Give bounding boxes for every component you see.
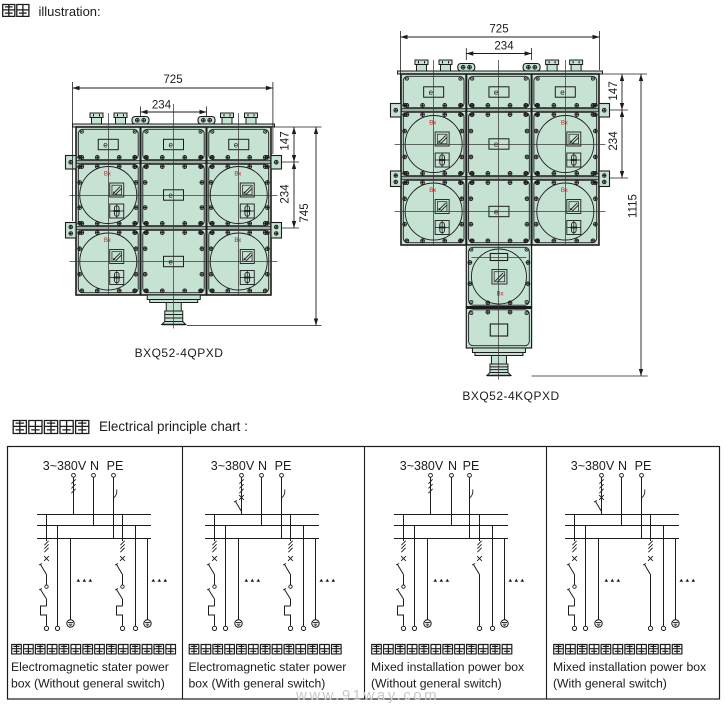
svg-text:Mixed installation power box: Mixed installation power box <box>553 660 706 674</box>
svg-text:e: e <box>560 88 565 97</box>
svg-text:N: N <box>90 459 99 473</box>
svg-text:(Without general switch): (Without general switch) <box>371 677 502 691</box>
svg-text:Electromagnetic stater power: Electromagnetic stater power <box>189 660 347 674</box>
svg-text:N: N <box>258 459 267 473</box>
svg-text:147: 147 <box>280 131 292 150</box>
svg-text:e: e <box>429 88 434 97</box>
svg-text:illustration:: illustration: <box>39 4 101 19</box>
svg-text:3~380V: 3~380V <box>571 459 615 473</box>
svg-text:e: e <box>234 141 239 150</box>
svg-text:e: e <box>168 141 173 150</box>
svg-text:PE: PE <box>107 459 124 473</box>
svg-text:234: 234 <box>494 41 514 53</box>
svg-text:e: e <box>494 88 499 97</box>
svg-text:234: 234 <box>280 184 292 204</box>
svg-text:N: N <box>618 459 627 473</box>
svg-text:1115: 1115 <box>628 194 640 218</box>
svg-text:Bx: Bx <box>561 187 569 194</box>
svg-text:www.91way.com: www.91way.com <box>295 687 439 704</box>
svg-text:3~380V: 3~380V <box>43 459 87 473</box>
svg-text:N: N <box>448 459 457 473</box>
svg-text:3~380V: 3~380V <box>400 459 444 473</box>
svg-text:PE: PE <box>463 459 480 473</box>
svg-text:745: 745 <box>299 203 311 222</box>
svg-text:147: 147 <box>608 81 620 100</box>
svg-text:PE: PE <box>635 459 652 473</box>
svg-text:BXQ52-4QPXD: BXQ52-4QPXD <box>135 346 224 360</box>
svg-text:e: e <box>168 258 173 267</box>
svg-text:Bx: Bx <box>497 291 505 298</box>
svg-text:Mixed installation power box: Mixed installation power box <box>371 660 524 674</box>
svg-text:e: e <box>103 141 108 150</box>
svg-text:3~380V: 3~380V <box>211 459 255 473</box>
svg-text:BXQ52-4KQPXD: BXQ52-4KQPXD <box>462 389 559 403</box>
svg-text:725: 725 <box>489 24 508 36</box>
svg-text:box (Without general switch): box (Without general switch) <box>11 677 165 691</box>
svg-text:234: 234 <box>608 131 620 151</box>
svg-text:Bx: Bx <box>561 120 569 127</box>
svg-text:Electromagnetic stater power: Electromagnetic stater power <box>11 660 169 674</box>
svg-text:e: e <box>494 208 499 217</box>
svg-text:box (With general switch): box (With general switch) <box>189 677 326 691</box>
svg-text:Bx: Bx <box>104 171 112 178</box>
svg-text:PE: PE <box>275 459 292 473</box>
svg-text:725: 725 <box>163 74 182 86</box>
svg-text:(With general switch): (With general switch) <box>553 677 667 691</box>
svg-text:Bx: Bx <box>104 237 112 244</box>
svg-text:Electrical principle chart :: Electrical principle chart : <box>99 419 248 434</box>
svg-text:234: 234 <box>152 100 172 112</box>
